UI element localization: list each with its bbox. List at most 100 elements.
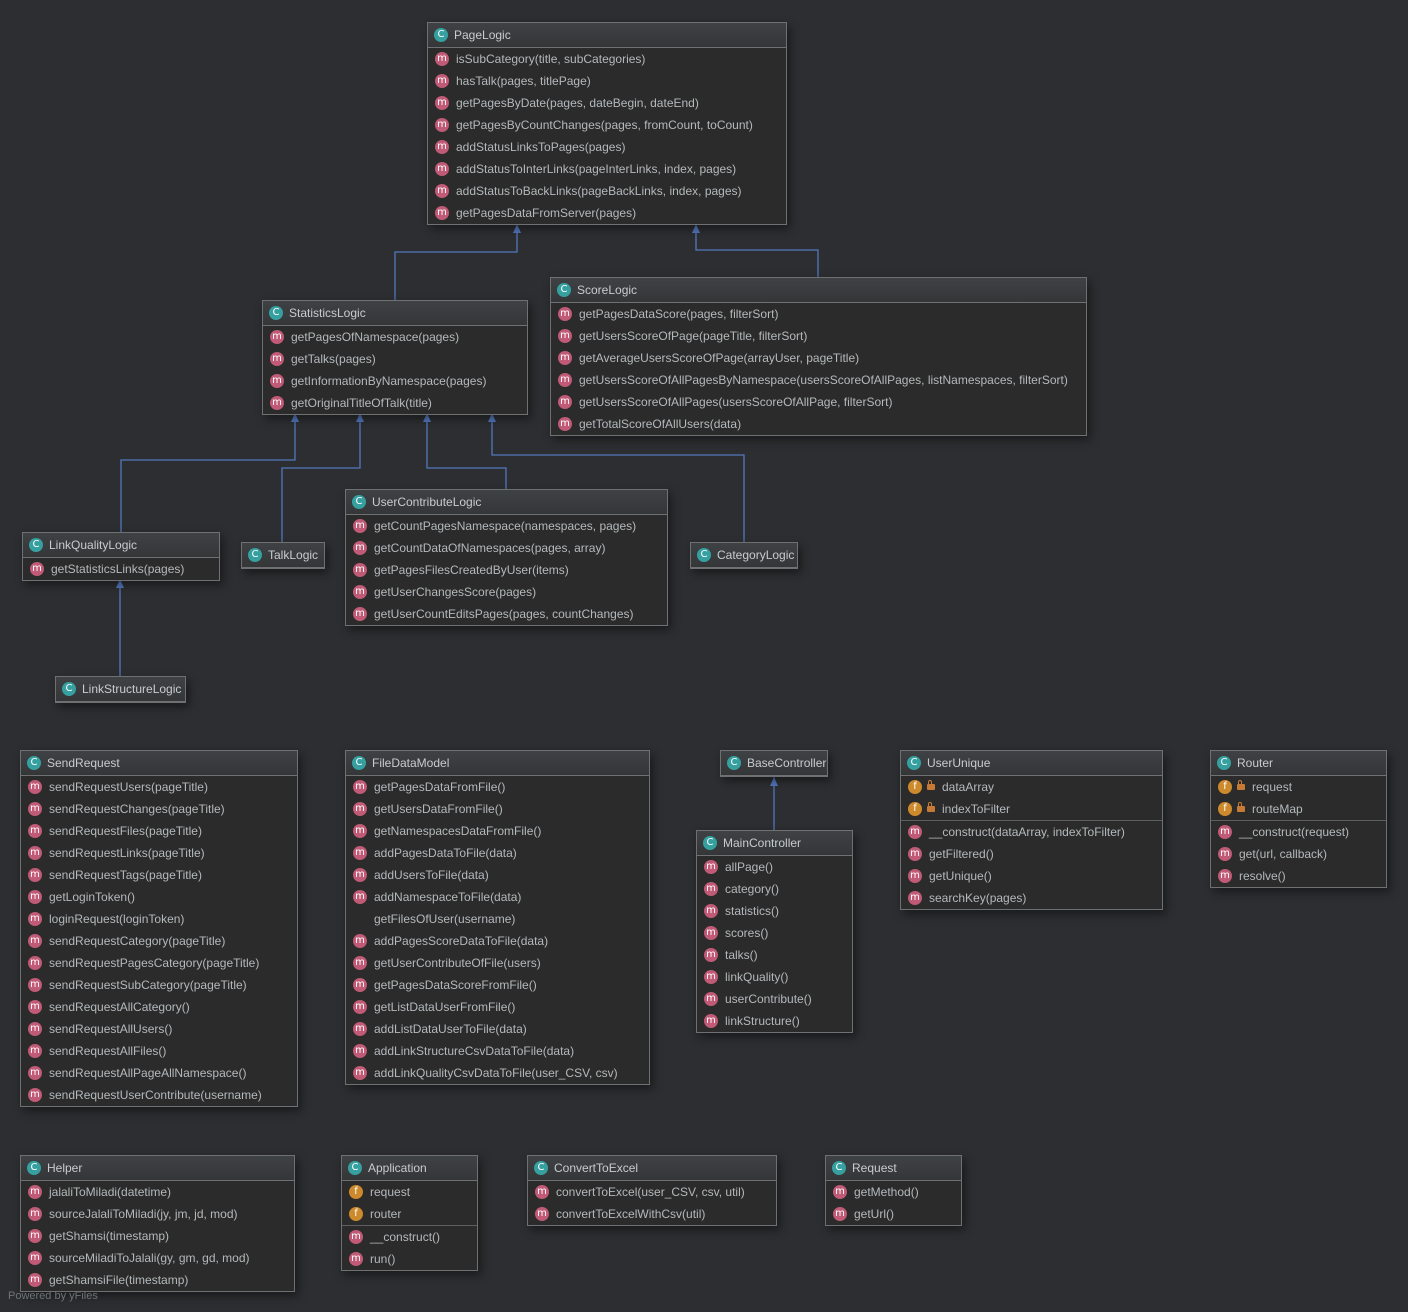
method-row[interactable]: m__construct(dataArray, indexToFilter) bbox=[901, 821, 1162, 843]
method-row[interactable]: m__construct() bbox=[342, 1226, 477, 1248]
method-row[interactable]: getFilesOfUser(username) bbox=[346, 908, 649, 930]
